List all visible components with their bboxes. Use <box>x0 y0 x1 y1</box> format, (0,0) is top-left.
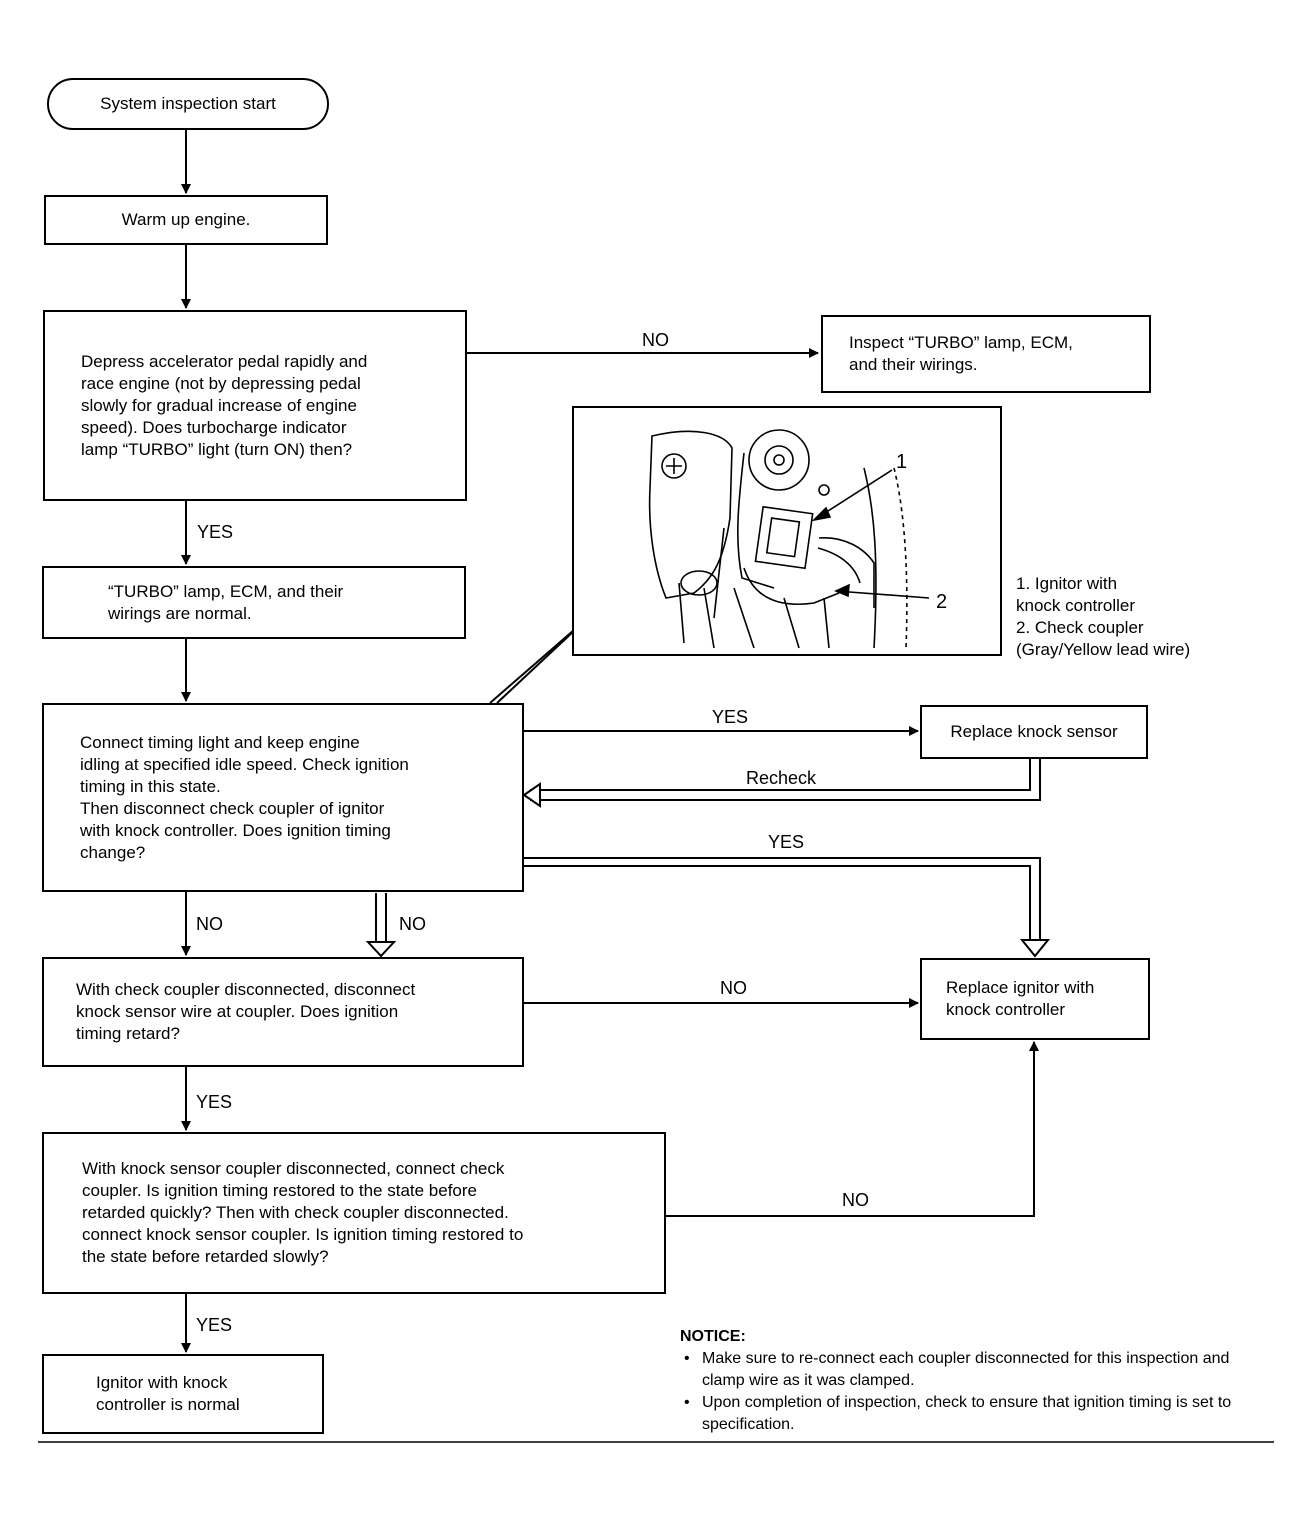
illustration-frame: 1 2 <box>572 406 1002 656</box>
ignitor-normal-result: Ignitor with knock controller is normal <box>42 1354 324 1434</box>
recheck-line-inner <box>530 757 1031 791</box>
edge-label-no-retard: NO <box>720 978 747 998</box>
illustration-legend-2: 2. Check coupler (Gray/Yellow lead wire) <box>1016 618 1191 659</box>
turbo-normal-label: “TURBO” lamp, ECM, and their wirings are… <box>108 581 344 623</box>
ignitor-normal-label: Ignitor with knock controller is normal <box>96 1373 240 1414</box>
notice-heading: NOTICE: <box>680 1328 746 1345</box>
start-label: System inspection start <box>100 94 276 113</box>
inspect-turbo-label: Inspect “TURBO” lamp, ECM, and their wir… <box>849 333 1073 374</box>
warm-up-step: Warm up engine. <box>44 195 328 245</box>
illustration-legend-1: 1. Ignitor with knock controller <box>1016 574 1136 615</box>
callout-label-1: 1 <box>896 451 907 473</box>
no-double-arrowhead <box>365 941 397 958</box>
replace-ignitor-step: Replace ignitor with knock controller <box>920 958 1150 1040</box>
arrow-knock-coupler-to-replace-ignitor <box>664 1041 1039 1217</box>
edge-label-no-right: NO <box>399 914 426 934</box>
replace-knock-sensor-label: Replace knock sensor <box>950 722 1118 741</box>
edge-label-yes-retard: YES <box>196 1092 233 1112</box>
coupler-disconnected-label: With check coupler disconnected, disconn… <box>76 980 416 1043</box>
edge-label-yes-turbo: YES <box>197 522 234 542</box>
turbo-normal-result: “TURBO” lamp, ECM, and their wirings are… <box>42 566 466 639</box>
edge-label-recheck: Recheck <box>746 768 817 788</box>
notice-item: Upon completion of inspection, check to … <box>684 1392 1240 1436</box>
callout-line-b <box>496 629 576 704</box>
edge-label-yes-replace-sensor: YES <box>712 707 749 727</box>
edge-label-no-left: NO <box>196 914 223 934</box>
recheck-arrowhead <box>522 782 541 808</box>
engine-bay-illustration: 1 2 <box>648 429 947 649</box>
notice-list: Make sure to re-connect each coupler dis… <box>680 1348 1240 1436</box>
yes-double-line-inner <box>522 865 1031 940</box>
knock-sensor-coupler-label: With knock sensor coupler disconnected, … <box>82 1159 524 1266</box>
edge-label-yes-restore: YES <box>196 1315 233 1335</box>
notice-item: Make sure to re-connect each coupler dis… <box>684 1348 1240 1392</box>
yes-double-line-outer <box>522 857 1041 940</box>
depress-pedal-decision: Depress accelerator pedal rapidly and ra… <box>43 310 467 501</box>
warm-up-label: Warm up engine. <box>121 210 251 229</box>
replace-knock-sensor-step: Replace knock sensor <box>920 705 1148 759</box>
notice-block: NOTICE: Make sure to re-connect each cou… <box>680 1326 1240 1436</box>
edge-label-yes-replace-ignitor: YES <box>768 832 805 852</box>
callout-label-2: 2 <box>936 591 947 613</box>
edge-label-no-restore: NO <box>842 1190 869 1210</box>
depress-pedal-label: Depress accelerator pedal rapidly and ra… <box>81 351 368 459</box>
start-terminal: System inspection start <box>47 78 329 130</box>
inspect-turbo-step: Inspect “TURBO” lamp, ECM, and their wir… <box>821 315 1151 393</box>
connect-timing-decision: Connect timing light and keep engine idl… <box>42 703 524 892</box>
yes-double-arrowhead <box>1019 939 1051 958</box>
edge-label-no-inspect: NO <box>642 330 669 350</box>
coupler-disconnected-decision: With check coupler disconnected, disconn… <box>42 957 524 1067</box>
replace-ignitor-label: Replace ignitor with knock controller <box>946 978 1095 1019</box>
connect-timing-label: Connect timing light and keep engine idl… <box>80 732 409 862</box>
recheck-line-outer <box>530 757 1041 801</box>
knock-sensor-coupler-decision: With knock sensor coupler disconnected, … <box>42 1132 666 1294</box>
